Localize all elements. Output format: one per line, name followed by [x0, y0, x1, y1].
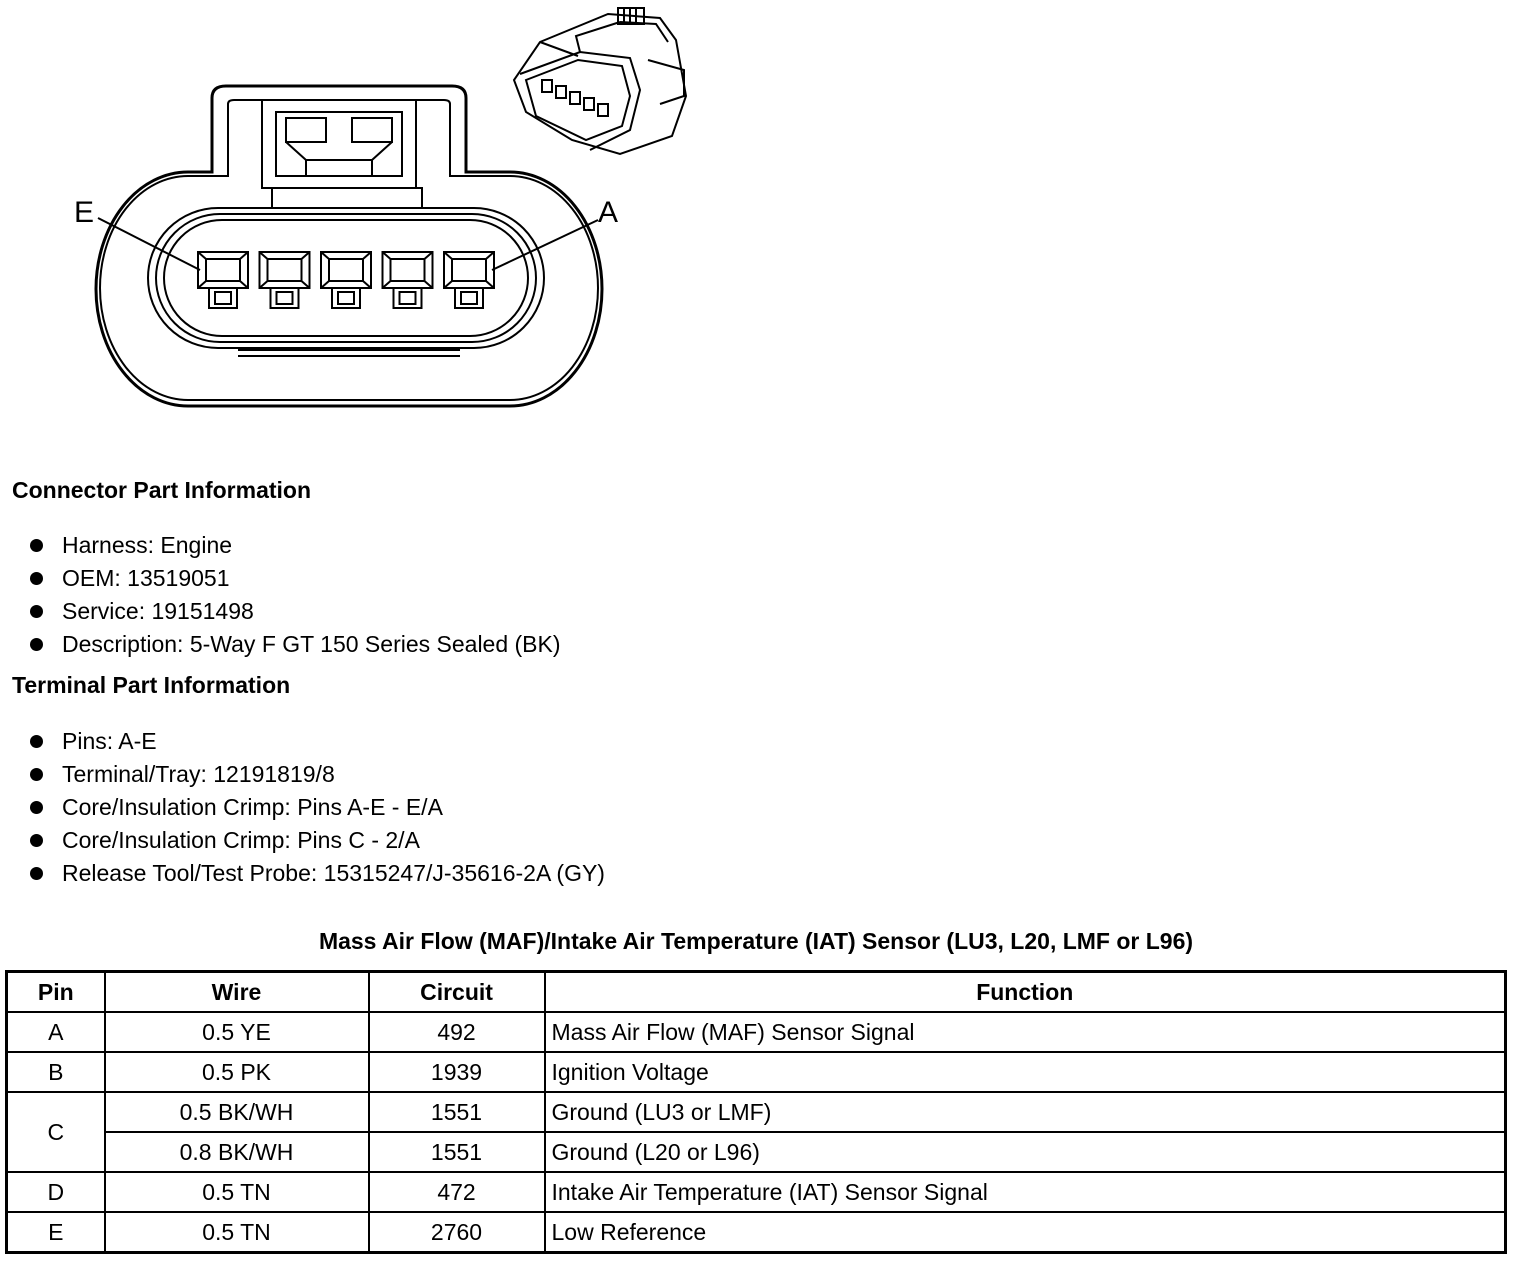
connector-part-info-heading: Connector Part Information	[12, 477, 312, 503]
table-row: A 0.5 YE 492 Mass Air Flow (MAF) Sensor …	[5, 1011, 1507, 1053]
table-row: B 0.5 PK 1939 Ignition Voltage	[5, 1051, 1507, 1093]
list-item-text: Release Tool/Test Probe: 15315247/J-3561…	[62, 860, 605, 886]
wire-cell: 0.5 TN	[103, 1211, 370, 1254]
table-row: D 0.5 TN 472 Intake Air Temperature (IAT…	[5, 1171, 1507, 1213]
list-item-text: Description: 5-Way F GT 150 Series Seale…	[62, 631, 561, 657]
circuit-cell: 1551	[367, 1091, 546, 1133]
list-item: Core/Insulation Crimp: Pins C - 2/A	[28, 824, 605, 857]
pin-cell: E	[5, 1211, 106, 1254]
bullet-icon	[30, 572, 43, 585]
function-cell: Intake Air Temperature (IAT) Sensor Sign…	[543, 1171, 1507, 1213]
list-item-text: Core/Insulation Crimp: Pins C - 2/A	[62, 827, 420, 853]
table-header-row: Pin Wire Circuit Function	[5, 970, 1507, 1013]
function-cell: Ground (LU3 or LMF)	[543, 1091, 1507, 1133]
connector-outer-housing	[94, 84, 604, 408]
table-row: E 0.5 TN 2760 Low Reference	[5, 1211, 1507, 1254]
pin-cell: B	[5, 1051, 106, 1093]
bullet-icon	[30, 638, 43, 651]
list-item: Terminal/Tray: 12191819/8	[28, 758, 605, 791]
bullet-icon	[30, 867, 43, 880]
function-cell: Low Reference	[543, 1211, 1507, 1254]
wire-cell: 0.5 TN	[103, 1171, 370, 1213]
list-item-text: Core/Insulation Crimp: Pins A-E - E/A	[62, 794, 443, 820]
function-cell: Mass Air Flow (MAF) Sensor Signal	[543, 1011, 1507, 1053]
list-item-text: Harness: Engine	[62, 532, 233, 558]
connector-seal-outer	[147, 207, 545, 349]
function-cell: Ignition Voltage	[543, 1051, 1507, 1093]
circuit-cell: 472	[367, 1171, 546, 1213]
connector-diagram: E A	[74, 7, 688, 408]
list-item-text: Terminal/Tray: 12191819/8	[62, 761, 335, 787]
pin-cell: D	[5, 1171, 106, 1213]
column-header-wire: Wire	[103, 970, 370, 1013]
table-row: 0.8 BK/WH 1551 Ground (L20 or L96)	[7, 1131, 1507, 1173]
list-item: Service: 19151498	[28, 595, 561, 628]
column-header-pin: Pin	[5, 970, 106, 1013]
column-header-function: Function	[543, 970, 1507, 1013]
pin-a-label: A	[598, 196, 618, 229]
list-item: Core/Insulation Crimp: Pins A-E - E/A	[28, 791, 605, 824]
bullet-icon	[30, 605, 43, 618]
wire-cell: 0.5 YE	[103, 1011, 370, 1053]
terminal-cavity	[443, 251, 495, 309]
list-item-text: OEM: 13519051	[62, 565, 230, 591]
wire-cell: 0.5 BK/WH	[103, 1091, 370, 1133]
circuit-cell: 492	[367, 1011, 546, 1053]
list-item: Description: 5-Way F GT 150 Series Seale…	[28, 628, 561, 661]
terminal-cavity	[381, 251, 434, 309]
list-item: OEM: 13519051	[28, 562, 561, 595]
bullet-icon	[30, 801, 43, 814]
pin-e-label: E	[74, 196, 94, 229]
bullet-icon	[30, 539, 43, 552]
terminal-part-info-list: Pins: A-E Terminal/Tray: 12191819/8 Core…	[28, 725, 605, 890]
terminal-cavity	[258, 251, 311, 309]
pinout-table: Pin Wire Circuit Function A 0.5 YE 492 M…	[5, 970, 1507, 1254]
wire-cell: 0.5 PK	[103, 1051, 370, 1093]
bullet-icon	[30, 834, 43, 847]
connector-3d-thumbnail	[512, 7, 688, 156]
pin-cell: C	[5, 1091, 106, 1173]
list-item: Pins: A-E	[28, 725, 605, 758]
terminal-part-info-heading: Terminal Part Information	[12, 672, 291, 698]
terminal-cavity	[320, 251, 372, 309]
list-item: Release Tool/Test Probe: 15315247/J-3561…	[28, 857, 605, 890]
connector-latch	[261, 99, 417, 189]
table-title: Mass Air Flow (MAF)/Intake Air Temperatu…	[318, 928, 1194, 954]
list-item-text: Service: 19151498	[62, 598, 254, 624]
circuit-cell: 2760	[367, 1211, 546, 1254]
connector-part-info-list: Harness: Engine OEM: 13519051 Service: 1…	[28, 529, 561, 661]
bullet-icon	[30, 768, 43, 781]
circuit-cell: 1939	[367, 1051, 546, 1093]
column-header-circuit: Circuit	[367, 970, 546, 1013]
list-item-text: Pins: A-E	[62, 728, 157, 754]
terminal-cavity	[197, 251, 249, 309]
function-cell: Ground (L20 or L96)	[543, 1131, 1507, 1173]
list-item: Harness: Engine	[28, 529, 561, 562]
bullet-icon	[30, 735, 43, 748]
circuit-cell: 1551	[367, 1131, 546, 1173]
table-row: C 0.5 BK/WH 1551 Ground (LU3 or LMF)	[5, 1091, 1507, 1173]
pin-cell: A	[5, 1011, 106, 1053]
wire-cell: 0.8 BK/WH	[103, 1131, 370, 1173]
